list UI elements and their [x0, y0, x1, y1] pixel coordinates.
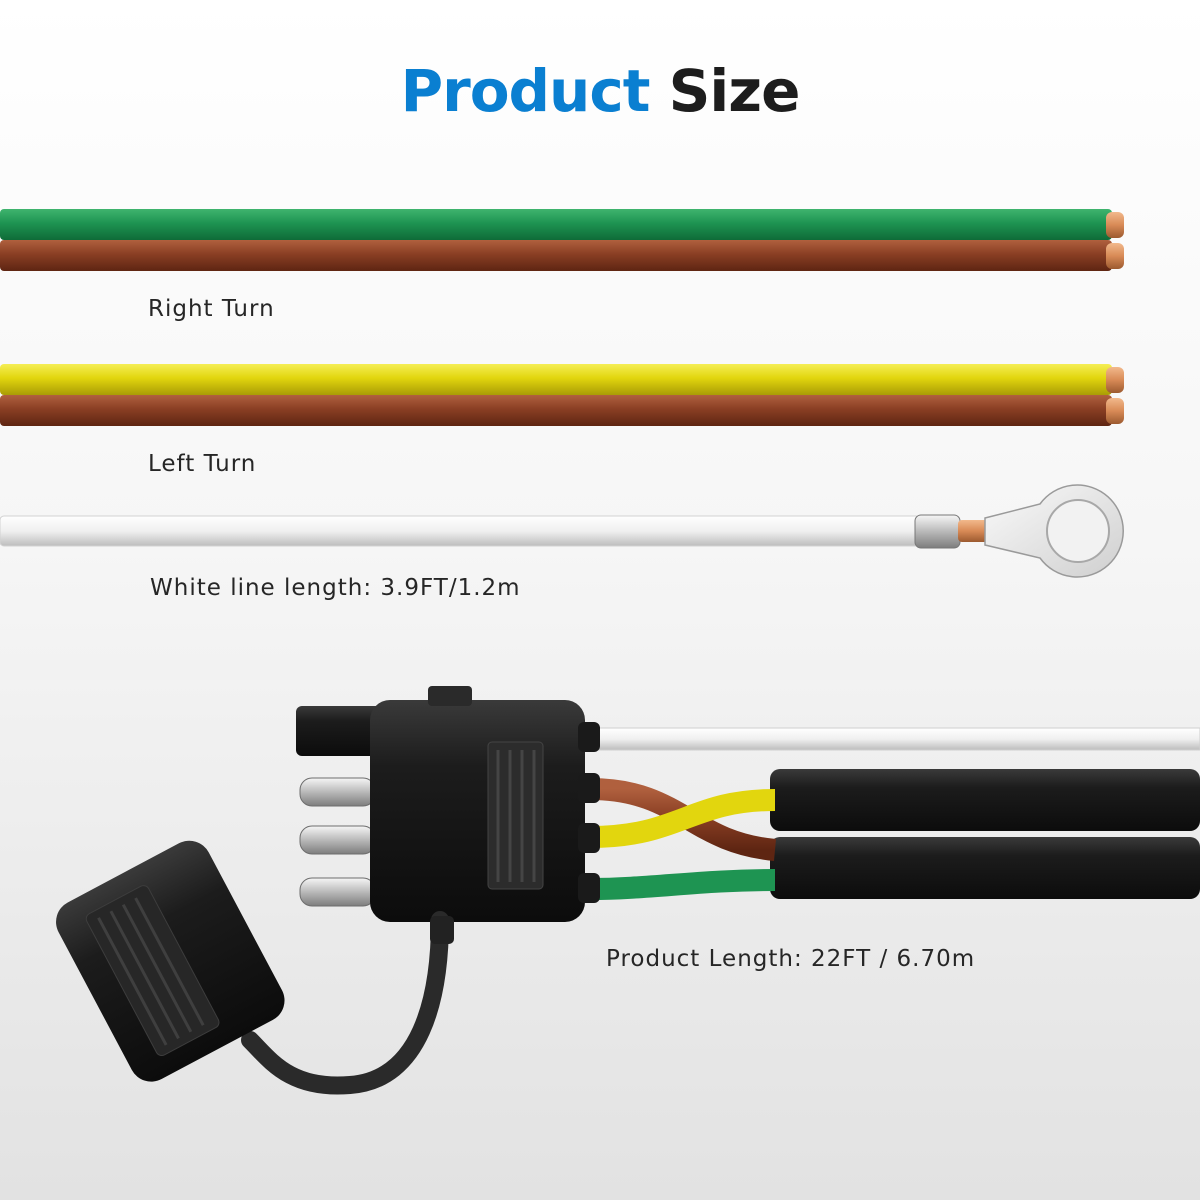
title-size: Size: [668, 57, 801, 125]
left-turn-label: Left Turn: [148, 451, 257, 477]
connector-plug-icon: [296, 686, 600, 922]
title-product: Product: [400, 57, 651, 125]
yellow-wire: [0, 364, 1112, 395]
copper-strand-icon: [1106, 212, 1124, 238]
right-turn-wire-pair: [0, 209, 1124, 271]
copper-strand-icon: [1106, 398, 1124, 424]
page-title: Product Size: [0, 62, 1200, 120]
copper-strand-icon: [1106, 243, 1124, 269]
left-turn-wire-pair: [0, 364, 1124, 426]
brown-wire: [0, 395, 1112, 426]
crimp-sleeve: [914, 514, 961, 549]
white-line-length-label: White line length: 3.9FT/1.2m: [150, 575, 521, 601]
brown-wire: [0, 240, 1112, 271]
right-turn-label: Right Turn: [148, 296, 275, 322]
white-ground-wire: [0, 484, 1124, 578]
main-harness-cable: [584, 727, 1200, 900]
product-length-label: Product Length: 22FT / 6.70m: [606, 946, 976, 972]
ring-terminal-icon: [984, 484, 1124, 578]
plug-pins: [299, 777, 376, 907]
green-wire: [0, 209, 1112, 240]
copper-strand-icon: [1106, 367, 1124, 393]
dust-cap-icon: [56, 840, 454, 1095]
